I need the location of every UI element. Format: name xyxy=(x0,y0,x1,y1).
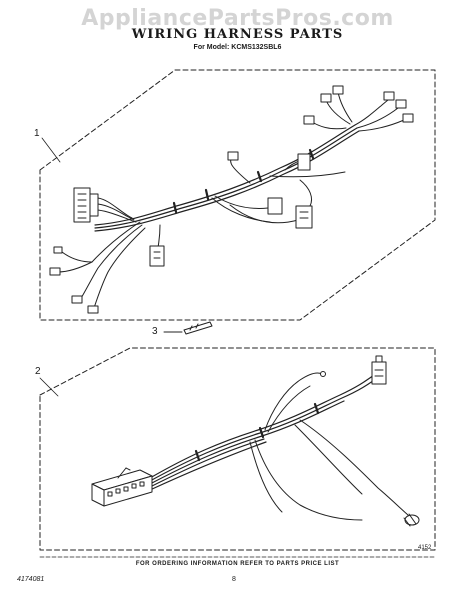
page-title: WIRING HARNESS PARTS xyxy=(131,27,344,42)
callout-2: 2 xyxy=(35,366,41,377)
harness-2-tie-bands xyxy=(194,402,320,462)
harness-1-right-branches xyxy=(303,85,414,132)
callout-2-leader xyxy=(39,377,59,397)
ordering-note: FOR ORDERING INFORMATION REFER TO PARTS … xyxy=(135,561,340,567)
callout-1: 1 xyxy=(34,128,40,139)
harness-2-lower-wires xyxy=(249,439,363,521)
harness-1-tie-bands xyxy=(172,148,315,214)
document-code: 4174081 xyxy=(17,576,45,583)
watermark-logo: AppliancePartsPros.com xyxy=(81,6,394,31)
page-number: 8 xyxy=(232,576,236,583)
figure-code: 4152 xyxy=(418,545,432,551)
harness-1-left-branch xyxy=(49,221,165,314)
harness-2-ring-lead xyxy=(294,419,420,527)
harness-2-top-branch xyxy=(264,371,326,433)
harness-1-trunk xyxy=(94,124,360,232)
harness-2-outline xyxy=(39,347,436,551)
callout-1-leader xyxy=(41,137,61,163)
harness-2-block-connector xyxy=(91,467,153,507)
harness-1-middle-branches xyxy=(211,151,346,229)
clip-part xyxy=(163,321,213,335)
harness-1-outline xyxy=(39,69,436,321)
harness-2-right-connector xyxy=(371,355,387,385)
callout-3: 3 xyxy=(152,326,158,337)
model-number: For Model: KCMS132SBL6 xyxy=(193,44,282,51)
harness-1-block-connector xyxy=(73,187,137,223)
harness-2-bundle xyxy=(149,371,382,491)
